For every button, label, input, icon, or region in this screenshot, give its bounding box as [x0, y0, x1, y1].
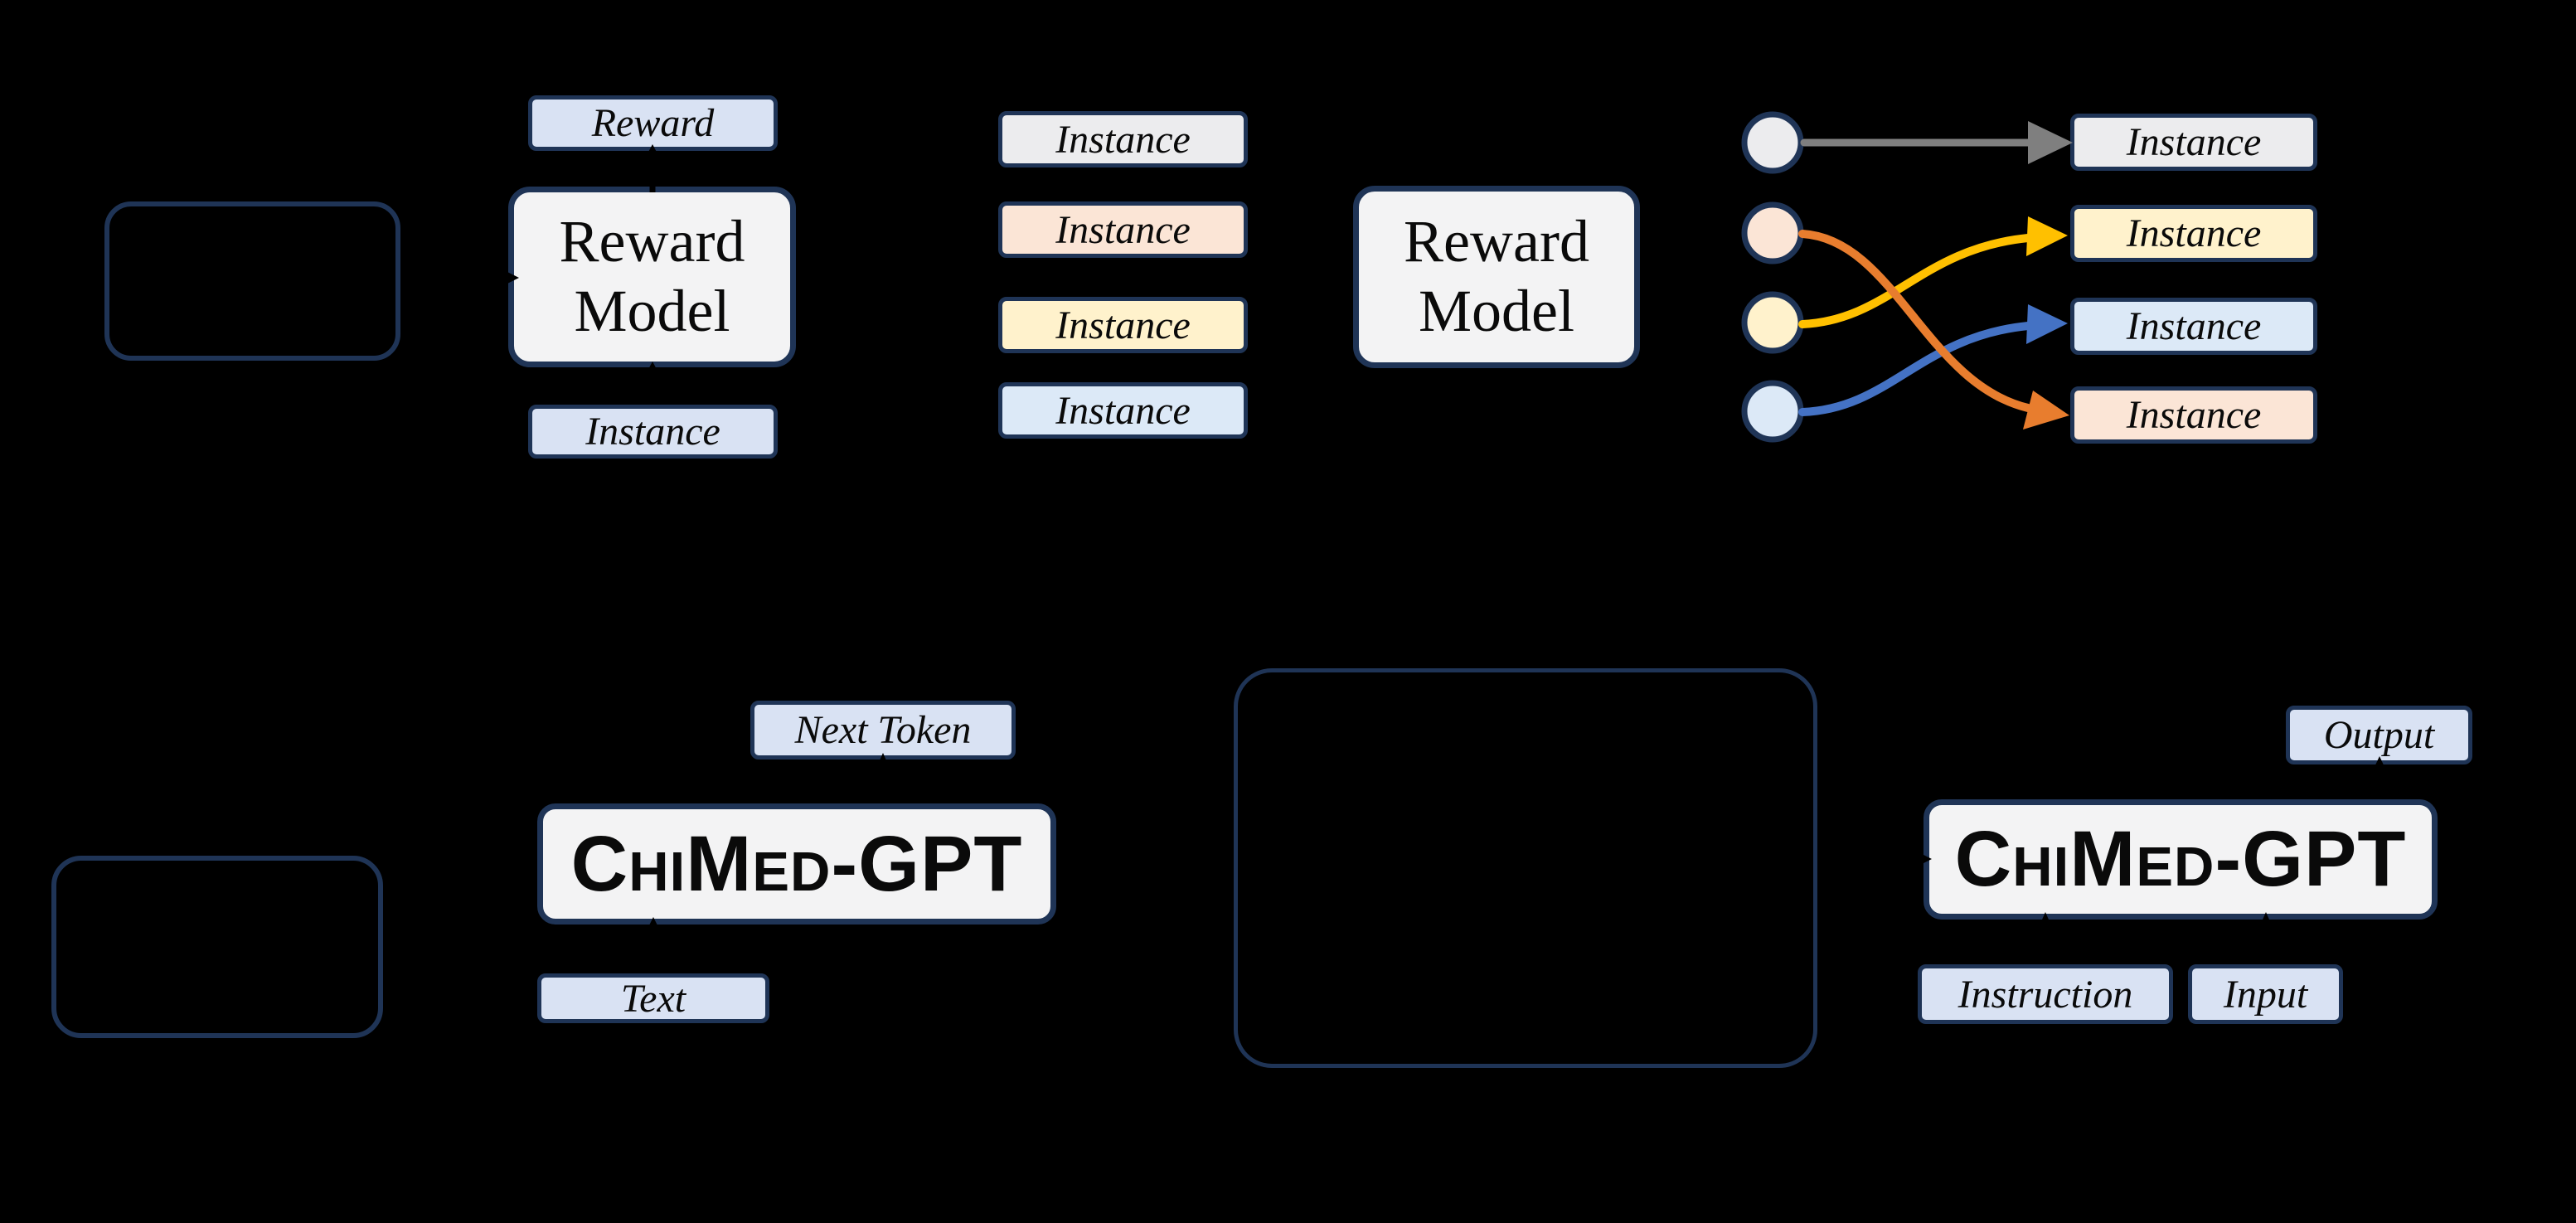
score-circle-3: [1741, 291, 1804, 354]
instruction-label-text: Instruction: [1957, 972, 2133, 1017]
reward-model-box-1: Reward Model: [508, 187, 796, 367]
arrow-text-to-chimed1: [641, 917, 666, 972]
ranked-instance-2: Instance: [2070, 205, 2317, 262]
reward-input-label-text: Instance: [585, 410, 720, 454]
ranked-instance-3-text: Instance: [2126, 304, 2262, 348]
reward-output-label-text: Reward: [591, 101, 715, 145]
text-input-label: Text: [537, 973, 769, 1023]
score-circle-4: [1741, 380, 1804, 443]
arrow-chimed1-to-next-token: [871, 753, 895, 801]
candidate-instance-1-text: Instance: [1055, 117, 1191, 162]
chimed-gpt-box-2: ChiMed-GPT: [1924, 799, 2438, 920]
ranked-instance-1: Instance: [2070, 114, 2317, 171]
blue-arrow: [1798, 304, 2068, 416]
text-input-label-text: Text: [620, 976, 686, 1021]
next-token-label-text: Next Token: [794, 708, 972, 752]
output-label-text: Output: [2323, 713, 2435, 757]
pretraining-data-box: [51, 856, 383, 1038]
ranked-instance-2-text: Instance: [2126, 211, 2262, 255]
ranked-instance-4-text: Instance: [2126, 393, 2262, 437]
gray-arrow: [1800, 121, 2073, 164]
candidate-instance-2-text: Instance: [1055, 207, 1191, 252]
reward-training-data-box: [104, 201, 400, 361]
sft-data-box: [1234, 668, 1817, 1068]
reward-model-box-2-text: Reward Model: [1404, 208, 1589, 344]
score-circle-1: [1741, 111, 1804, 174]
arrow-input-to-chimed2: [2253, 912, 2278, 963]
candidate-instance-4-text: Instance: [1055, 388, 1191, 433]
yellow-arrow: [1798, 216, 2068, 328]
arrow-model2-to-scores: [1643, 264, 1738, 289]
chimed-gpt-box-2-text: ChiMed-GPT: [1954, 815, 2407, 903]
chimed-gpt-box-1: ChiMed-GPT: [537, 803, 1056, 925]
arrow-sftdata-to-chimed2: [1821, 847, 1932, 871]
ranked-instance-3: Instance: [2070, 298, 2317, 355]
candidate-instance-4: Instance: [998, 382, 1248, 439]
candidate-instance-3: Instance: [998, 297, 1248, 353]
arrow-model-to-reward: [640, 144, 665, 192]
input-label: Input: [2188, 964, 2343, 1024]
reward-model-box-1-text: Reward Model: [559, 208, 745, 344]
instruction-label: Instruction: [1918, 964, 2173, 1024]
candidate-instance-1: Instance: [998, 111, 1248, 167]
input-label-text: Input: [2223, 972, 2308, 1017]
ranked-instance-4: Instance: [2070, 386, 2317, 444]
candidate-instance-2: Instance: [998, 201, 1248, 258]
candidate-instance-3-text: Instance: [1055, 303, 1191, 347]
reward-output-label: Reward: [528, 95, 778, 151]
arrow-instance-to-model: [640, 362, 665, 403]
reward-model-box-2: Reward Model: [1353, 186, 1640, 368]
reward-input-label: Instance: [528, 405, 778, 459]
orange-arrow: [1798, 230, 2069, 430]
output-label: Output: [2286, 706, 2472, 764]
arrow-instruction-to-chimed2: [2033, 912, 2058, 963]
chimed-gpt-box-1-text: ChiMed-GPT: [570, 819, 1023, 908]
ranked-instance-1-text: Instance: [2126, 120, 2262, 164]
score-circle-2: [1741, 201, 1804, 264]
arrow-data-to-reward-model: [404, 265, 519, 290]
next-token-label: Next Token: [750, 701, 1016, 760]
arrow-data-to-chimed1: [386, 932, 536, 957]
